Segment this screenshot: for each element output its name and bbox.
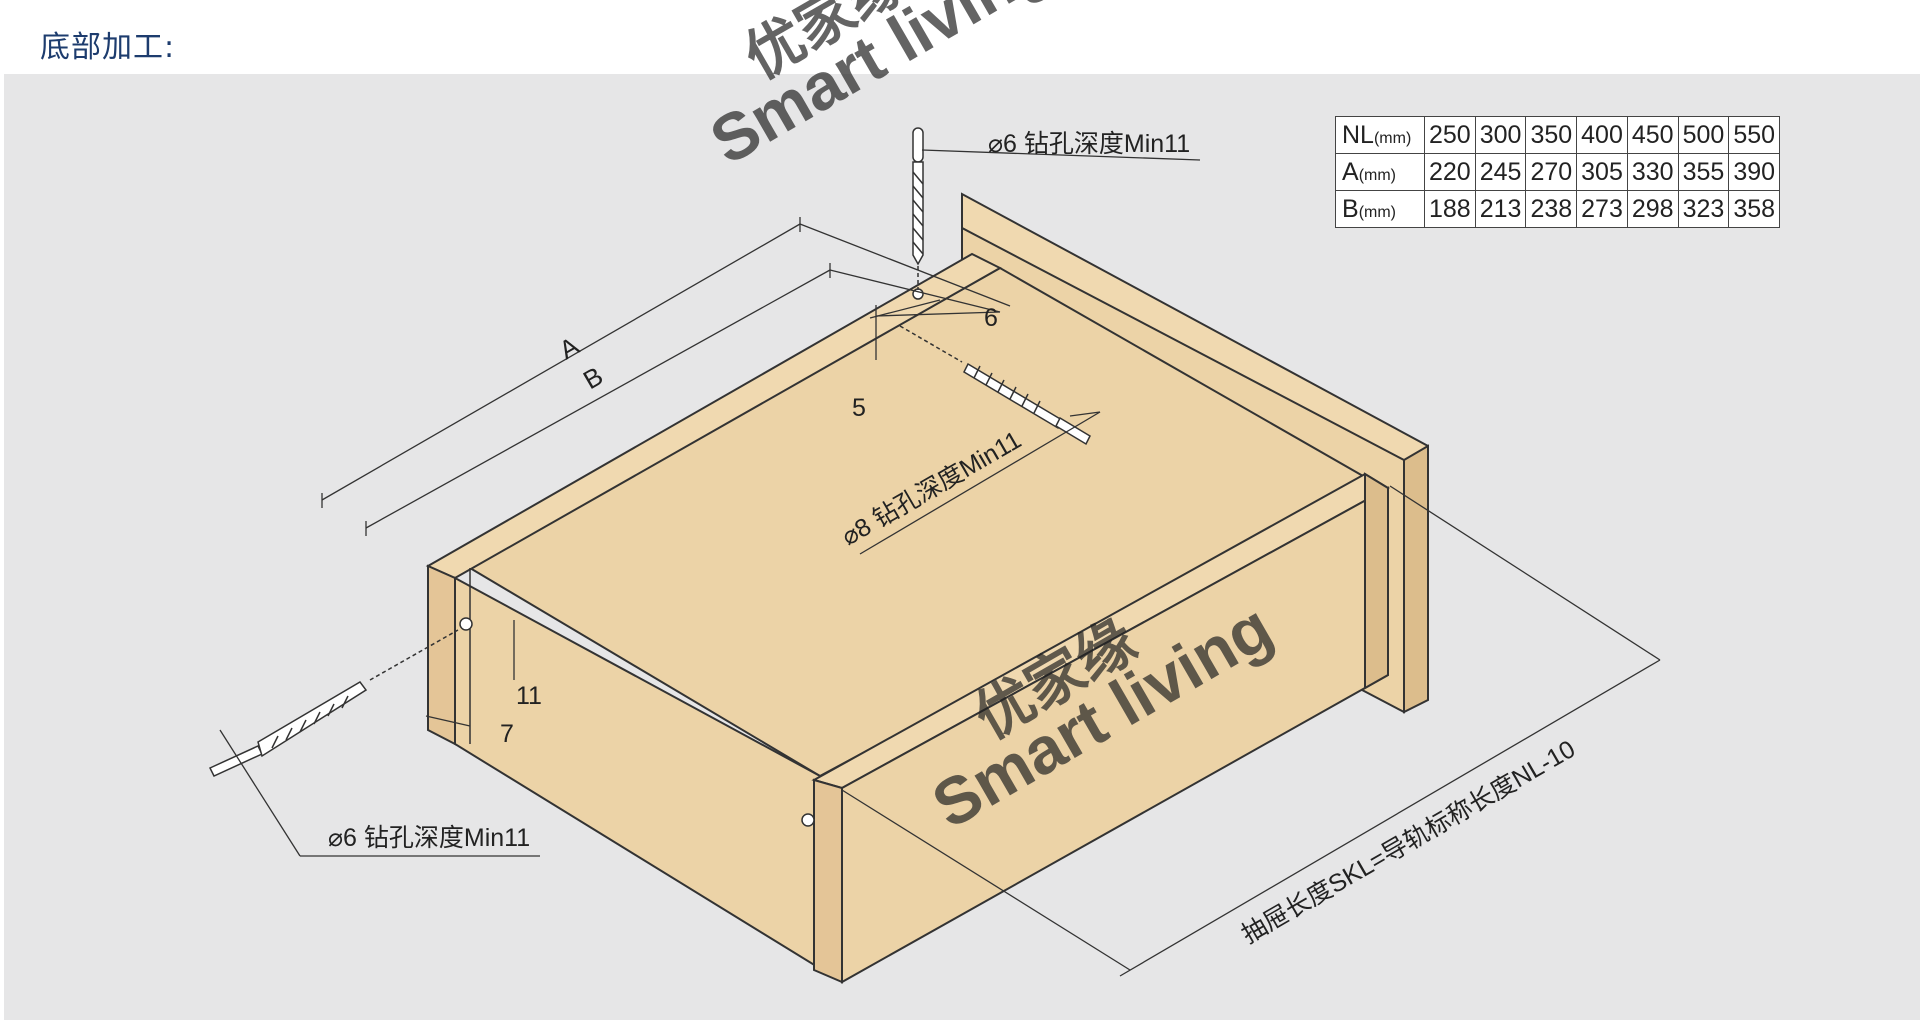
left-side-panel	[425, 252, 1003, 746]
row-header: B(mm)	[1335, 190, 1425, 228]
table-cell: 323	[1677, 190, 1730, 228]
label-left-drill: ⌀6 钻孔深度Min11	[328, 824, 530, 852]
row-label: A	[1342, 157, 1359, 186]
table-cell: 300	[1474, 116, 1527, 154]
row-label: NL	[1342, 120, 1374, 149]
front-face-left-strip	[813, 778, 843, 984]
table-cell: 298	[1626, 190, 1679, 228]
row-header: A(mm)	[1335, 153, 1425, 191]
table-cell: 400	[1576, 116, 1628, 154]
table-cell: 245	[1474, 153, 1527, 191]
table-cell: 250	[1424, 116, 1476, 154]
left-drill-bit	[208, 617, 473, 777]
dim-11-label: 11	[516, 682, 542, 710]
section-title: 底部加工:	[40, 30, 176, 65]
top-drill-bit	[912, 127, 924, 300]
table-cell: 350	[1525, 116, 1578, 154]
table-cell: 270	[1525, 153, 1578, 191]
table-cell: 390	[1728, 153, 1781, 191]
dim-6-label: 6	[984, 304, 998, 332]
table-cell: 273	[1576, 190, 1628, 228]
side-panel-right-edge	[1364, 472, 1389, 690]
row-unit: (mm)	[1358, 203, 1396, 221]
drawer-length-note: 抽屉长度SKL=导轨标称长度NL-10	[1237, 735, 1580, 949]
table-cell: 550	[1728, 116, 1781, 154]
table-cell: 238	[1525, 190, 1578, 228]
row-label: B	[1342, 194, 1359, 223]
row-unit: (mm)	[1358, 166, 1396, 184]
table-cell: 188	[1424, 190, 1476, 228]
dim-a-label: A	[554, 330, 585, 365]
table-cell: 358	[1728, 190, 1781, 228]
table-cell: 330	[1626, 153, 1679, 191]
table-cell: 305	[1576, 153, 1628, 191]
table-cell: 220	[1424, 153, 1476, 191]
dim-b-label: B	[578, 361, 608, 396]
table-cell: 355	[1677, 153, 1730, 191]
dim-5-label: 5	[852, 394, 866, 422]
label-top-drill: ⌀6 钻孔深度Min11	[988, 130, 1190, 158]
table-cell: 213	[1474, 190, 1527, 228]
dimension-lines	[219, 149, 1661, 977]
table-cell: 500	[1677, 116, 1730, 154]
table-cell: 450	[1626, 116, 1679, 154]
middle-drill-bit	[899, 325, 1091, 446]
dim-7-label: 7	[500, 720, 514, 748]
row-unit: (mm)	[1373, 129, 1412, 147]
row-header: NL(mm)	[1335, 116, 1425, 154]
